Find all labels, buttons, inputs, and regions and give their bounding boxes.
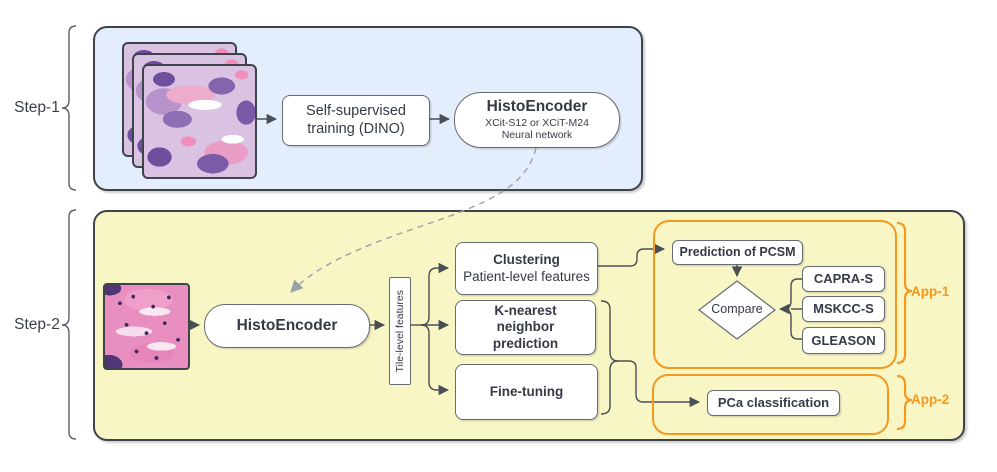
pca-classification-label: PCa classification [717, 395, 830, 411]
step1-brace [61, 25, 77, 191]
fine-tuning-label: Fine-tuning [489, 383, 564, 399]
clustering-box: Clustering Patient-level features [455, 242, 598, 295]
histoencoder-title: HistoEncoder [486, 97, 588, 115]
histoencoder2-title: HistoEncoder [236, 316, 338, 334]
histoencoder-node-step2: HistoEncoder [204, 304, 370, 348]
step-braces [61, 25, 77, 440]
tile-level-features-box: Tile-level features [389, 277, 411, 385]
pca-classification-box: PCa classification [707, 390, 840, 416]
knn-prediction-box: K-nearest neighbor prediction [455, 300, 596, 355]
capra-s-box: CAPRA-S [802, 266, 885, 292]
histoencoder-node-step1: HistoEncoder XCit-S12 or XCiT-M24 Neural… [454, 92, 620, 148]
capra-s-label: CAPRA-S [813, 271, 874, 287]
step2-brace [61, 209, 77, 440]
app1-label: App-1 [911, 284, 950, 299]
app1-group-box [653, 220, 897, 369]
histology-tile-image [103, 283, 190, 370]
step2-label: Step-2 [14, 316, 60, 333]
mskcc-s-label: MSKCC-S [813, 301, 874, 317]
app2-label: App-2 [911, 392, 950, 407]
prediction-of-pcsm-box: Prediction of PCSM [672, 240, 803, 265]
step1-label: Step-1 [14, 99, 60, 116]
histology-image-front [142, 64, 257, 179]
mskcc-s-box: MSKCC-S [802, 296, 885, 322]
clustering-title: Clustering [493, 252, 560, 268]
histoencoder-models: XCit-S12 or XCiT-M24 [485, 116, 589, 129]
clustering-subtitle: Patient-level features [463, 268, 590, 284]
dino-label: Self-supervised training (DINO) [306, 102, 406, 137]
histoencoder-type: Neural network [501, 129, 573, 142]
prediction-of-pcsm-label: Prediction of PCSM [679, 244, 796, 259]
gleason-box: GLEASON [802, 327, 885, 354]
fine-tuning-box: Fine-tuning [455, 364, 598, 420]
knn-label: K-nearest neighbor prediction [492, 302, 559, 351]
app2-group-box [652, 374, 889, 435]
tile-level-features-label: Tile-level features [393, 289, 406, 373]
compare-label: Compare [711, 302, 763, 316]
gleason-label: GLEASON [811, 332, 876, 348]
self-supervised-training-box: Self-supervised training (DINO) [282, 95, 430, 146]
